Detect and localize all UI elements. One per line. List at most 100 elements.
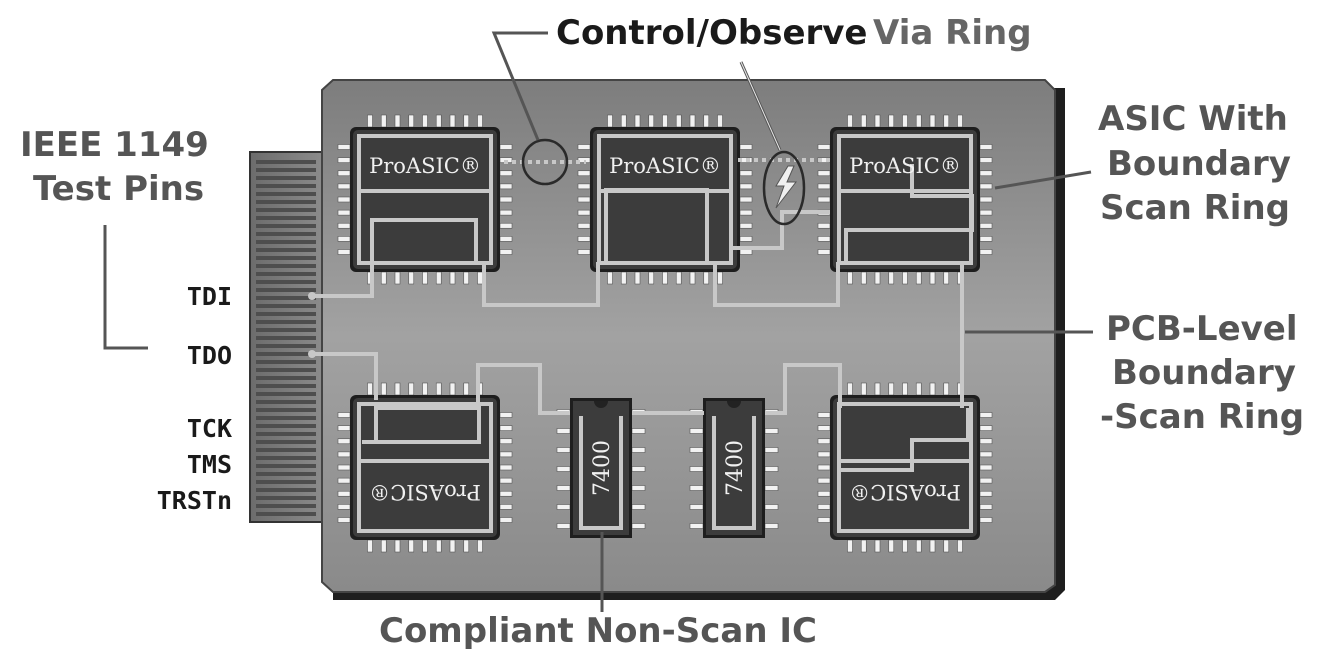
connector-finger	[256, 192, 316, 196]
connector-finger	[256, 272, 316, 276]
chip-pin	[817, 477, 831, 484]
ic-pin	[631, 504, 646, 510]
chip-pin	[979, 464, 993, 471]
chip-pin	[394, 271, 401, 285]
chip-pin	[499, 464, 513, 471]
chip-pin	[499, 504, 513, 510]
chip-pin	[979, 170, 993, 177]
connector-finger	[256, 384, 316, 388]
ic-label: 7400	[590, 440, 615, 496]
chip-pin	[979, 425, 993, 431]
chip-pin	[817, 236, 831, 242]
ic-pin	[556, 466, 571, 472]
leader-asic	[994, 170, 1092, 190]
chip-pin	[979, 183, 993, 190]
chip-pin	[739, 144, 753, 150]
connector-finger	[256, 216, 316, 220]
chip-pin	[675, 114, 682, 128]
chip-pin	[817, 464, 831, 471]
trace-chip2-chip3	[713, 262, 840, 307]
chip-pin	[874, 114, 881, 128]
chip-pin	[422, 114, 428, 128]
pin-tck: TCK	[186, 414, 232, 443]
chip-body	[833, 130, 977, 269]
ic-pin	[556, 504, 571, 510]
chip-pin	[860, 539, 867, 553]
chip-body	[353, 398, 497, 537]
chip-pin	[463, 382, 470, 396]
connector-finger	[256, 480, 316, 484]
trace-chip6-ic2	[765, 363, 842, 415]
trace-via-bolt	[729, 210, 830, 250]
chip-pin	[902, 271, 908, 285]
chip-pin	[817, 451, 831, 458]
chip-pin	[888, 271, 895, 285]
chip-pin	[817, 144, 831, 150]
asic-label-line2: Boundary	[1107, 144, 1291, 184]
connector-finger	[256, 368, 316, 372]
chip-pin	[817, 170, 831, 177]
chip-pin	[337, 144, 351, 150]
chip-pin	[337, 196, 351, 203]
chip-pin	[620, 271, 627, 285]
chip-pin	[703, 114, 710, 128]
chip-pin	[380, 382, 387, 396]
connector-finger	[256, 360, 316, 364]
chip-pin	[662, 114, 668, 128]
chip-pin	[634, 114, 641, 128]
pcb-traces	[312, 158, 964, 415]
chip-pin	[689, 271, 696, 285]
scan-ring-path	[370, 218, 478, 262]
connector-finger	[256, 256, 316, 260]
connector-finger	[256, 248, 316, 252]
chip-pin	[422, 382, 428, 396]
connector-finger	[256, 472, 316, 476]
chip-label: ProASIC®	[609, 154, 721, 178]
chip-pin	[607, 114, 613, 128]
asic-chip-1: ProASIC®	[337, 114, 513, 285]
trace-ic1-chip5	[476, 363, 570, 415]
chip-pin	[337, 464, 351, 471]
chip-pin	[979, 490, 993, 497]
chip-label: ProASIC®	[369, 480, 481, 504]
chip-pin	[422, 271, 428, 285]
chip-pin	[408, 271, 415, 285]
connector-finger	[256, 512, 316, 516]
asic-chip-5: ProASIC®	[337, 382, 513, 553]
connector-finger	[256, 176, 316, 180]
chip-pin	[367, 382, 373, 396]
chip-pin	[499, 517, 513, 523]
leader-control-bolt-inner	[740, 61, 781, 151]
scan-ring-path	[840, 408, 970, 472]
chip-pin	[634, 271, 641, 285]
chip-pin	[979, 517, 993, 523]
chip-pin	[817, 412, 831, 418]
chip-label: ProASIC®	[849, 480, 961, 504]
chip-pin	[717, 114, 723, 128]
chip-pin	[979, 451, 993, 458]
ic-pin	[689, 428, 704, 434]
chip-pin	[943, 114, 950, 128]
chip-pin	[817, 183, 831, 190]
chip-pin	[577, 209, 591, 216]
chip-pin	[477, 271, 483, 285]
chip-pin	[943, 539, 950, 553]
chip-pin	[499, 144, 513, 150]
tdo-contact	[308, 350, 316, 358]
chip-pin	[499, 236, 513, 242]
connector-finger	[256, 200, 316, 204]
chip-pin	[817, 425, 831, 431]
chip-pin	[477, 539, 483, 553]
chip-pin	[577, 236, 591, 242]
chip-pin	[979, 222, 993, 229]
chip-pin	[577, 222, 591, 229]
chip-pin	[337, 222, 351, 229]
chip-pin	[499, 425, 513, 431]
chip-pin	[449, 271, 456, 285]
chip-body	[833, 398, 977, 537]
pcb-label-line1: PCB-Level	[1106, 309, 1298, 349]
chip-label: ProASIC®	[369, 154, 481, 178]
connector-finger	[256, 344, 316, 348]
chip-pin	[577, 144, 591, 150]
